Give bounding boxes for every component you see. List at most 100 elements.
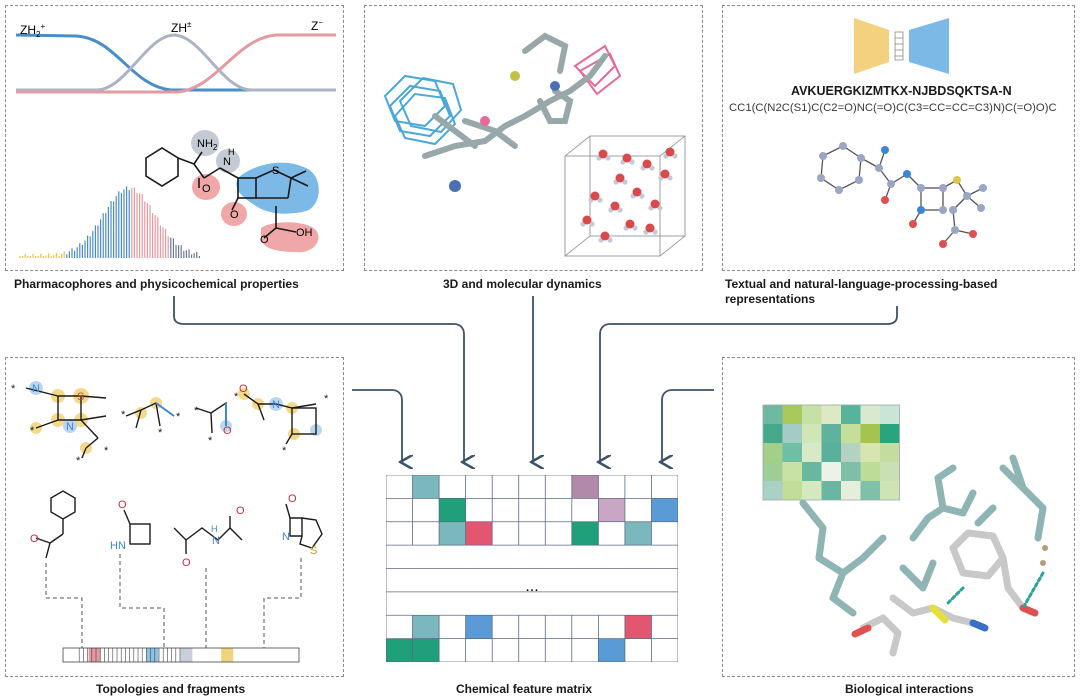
fingerprint-bitstring	[62, 647, 300, 663]
star-9: *	[208, 435, 213, 447]
frag-n: N	[212, 535, 220, 547]
star-4: *	[104, 445, 109, 457]
arrow-from-pharmacophores	[173, 296, 464, 462]
water-o-9	[582, 215, 592, 225]
caption-textual-line2: representations	[725, 292, 816, 306]
biological-graphic	[762, 404, 1048, 657]
frag-h: H	[211, 524, 218, 534]
atom-h: H	[228, 147, 235, 157]
matrix-cell-5	[439, 521, 466, 546]
fragments-graphic: N S N O O N * * * * * * * * * * * *	[11, 381, 329, 663]
heatmap-cell-1	[782, 405, 802, 424]
water-o-10	[625, 219, 635, 229]
inchikey-text: AVKUERGKIZMTKX-NJBDSQKTSA-N	[791, 84, 1012, 98]
water-o-0	[598, 149, 608, 159]
star-5: *	[121, 409, 126, 421]
matrix-cell-9	[412, 615, 440, 639]
star-1: *	[11, 383, 16, 395]
dynamics-graphic	[383, 32, 686, 257]
heatmap-cell-15	[782, 443, 802, 462]
highlight-nh2	[191, 130, 219, 156]
interaction-heatmap	[762, 404, 900, 501]
atom-o1: O	[202, 183, 211, 195]
star-8: *	[194, 405, 199, 417]
frag-atom-o: O	[223, 425, 232, 437]
heatmap-cell-5	[860, 405, 880, 424]
frag-o-1: O	[30, 533, 39, 545]
matrix-cell-3	[598, 498, 625, 522]
water-h2-3	[622, 179, 628, 185]
water-o-8	[650, 199, 660, 209]
water-o-11	[600, 231, 610, 241]
water-h2-6	[639, 193, 645, 199]
water-h2-4	[667, 175, 673, 181]
matrix-cell-2	[439, 498, 466, 522]
heatmap-cell-6	[880, 405, 900, 424]
fingerprint-highlight-2	[180, 648, 193, 662]
panel-textual: AVKUERGKIZMTKX-NJBDSQKTSA-N CC1(C(N2C(S1…	[722, 5, 1075, 271]
heatmap-cell-31	[821, 481, 841, 500]
arrow-from-textual	[600, 306, 898, 462]
matrix-cell-12	[386, 638, 413, 662]
matrix-cell-0	[412, 475, 440, 499]
water-o-2	[642, 159, 652, 169]
highlight-nh	[216, 149, 240, 173]
species-zh-label: ZH±	[171, 20, 192, 35]
star-12: *	[282, 445, 287, 457]
heatmap-cell-4	[841, 405, 861, 424]
caption-topologies: Topologies and fragments	[96, 682, 246, 696]
water-o-1	[622, 153, 632, 163]
atom-n: N	[223, 156, 231, 168]
frag-atom-s1: S	[77, 391, 84, 403]
panel-biological	[722, 357, 1075, 677]
heatmap-cell-11	[841, 424, 861, 443]
frag-atom-n3: N	[272, 399, 280, 411]
heatmap-cell-26	[860, 462, 880, 481]
heatmap-cell-13	[880, 424, 900, 443]
heatmap-cell-9	[802, 424, 822, 443]
heatmap-cell-24	[821, 462, 841, 481]
heatmap-border	[762, 404, 900, 501]
heatmap-cell-20	[880, 443, 900, 462]
water-h2-11	[607, 237, 613, 243]
matrix-cell-13	[412, 638, 440, 662]
water-o-3	[615, 173, 625, 183]
panel-pharmacophores: ZH2+ ZH± Z−	[5, 5, 344, 271]
star-6: *	[158, 427, 163, 439]
fingerprint-highlight-3	[221, 648, 234, 662]
heatmap-cell-28	[763, 481, 783, 500]
heatmap-cell-22	[782, 462, 802, 481]
heatmap-cell-12	[860, 424, 880, 443]
heatmap-cell-32	[841, 481, 861, 500]
frag-s: S	[310, 545, 317, 557]
atom-o3: O	[260, 234, 269, 246]
water-h2-10	[632, 225, 638, 231]
heatmap-cell-19	[860, 443, 880, 462]
star-11: *	[324, 393, 329, 405]
frag-o-5: O	[288, 493, 297, 505]
matrix-ellipsis: ...	[525, 578, 538, 595]
smiles-text: CC1(C(N2C(S1)C(C2=O)NC(=O)C(C3=CC=CC=C3)…	[729, 102, 1057, 114]
heatmap-cell-18	[841, 443, 861, 462]
water-o-5	[590, 191, 600, 201]
water-molecules	[580, 147, 678, 243]
heatmap-cell-33	[860, 481, 880, 500]
matrix-cell-11	[624, 615, 652, 639]
water-h2-8	[657, 205, 663, 211]
matrix-cell-14	[598, 638, 625, 662]
caption-textual: Textual and natural-language-processing-…	[725, 277, 998, 307]
fingerprint-highlight-1	[146, 648, 159, 662]
heatmap-cell-3	[821, 405, 841, 424]
water-o-6	[632, 187, 642, 197]
arrow-from-topologies	[352, 389, 402, 462]
mass-spectrum	[19, 186, 200, 258]
frag-o-3: O	[182, 557, 191, 569]
water-h2-0	[605, 155, 611, 161]
water-o-4	[660, 169, 670, 179]
water-o-13	[665, 147, 675, 157]
conformer-ensemble	[383, 32, 622, 192]
penicillin-skeleton	[145, 147, 309, 239]
water-h2-7	[617, 207, 623, 213]
pharmacophore-graphic: ZH2+ ZH± Z−	[15, 18, 336, 258]
